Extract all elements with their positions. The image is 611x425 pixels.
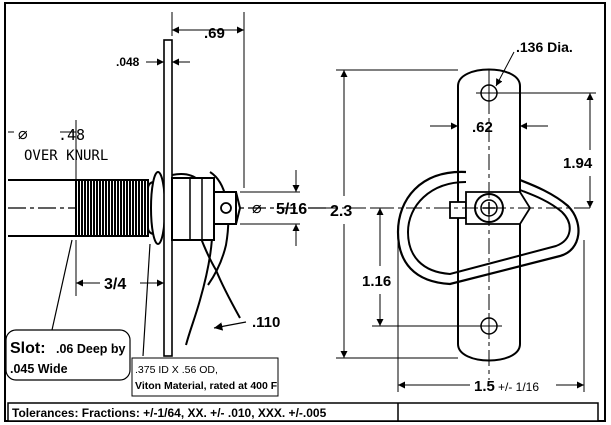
oring-callout-box	[131, 357, 279, 397]
mounting-plate	[163, 39, 173, 357]
pin-diameter-value: 5/16	[276, 201, 307, 218]
pin-diameter-dim	[240, 170, 300, 246]
hole-dia-leader	[495, 51, 515, 87]
title-block	[7, 402, 599, 422]
knurl-diameter-dim	[8, 120, 77, 180]
dim-top-to-center	[502, 92, 596, 208]
wire-leader	[213, 321, 247, 331]
slot-label: Slot:	[10, 340, 46, 357]
knurl-diameter-symbol: ∅	[18, 125, 28, 144]
knurl-body	[75, 179, 149, 237]
pin-housing	[171, 177, 215, 241]
dim-slot-width-label: .62	[472, 119, 493, 136]
side-view	[8, 39, 330, 357]
d-ring-outer	[396, 170, 580, 286]
dim-overall-height	[336, 69, 458, 359]
dim-overall-height-label: 2.3	[330, 203, 352, 220]
dim-top-to-center-label: 1.94	[563, 155, 593, 172]
slot-line1: .06 Deep by	[56, 342, 126, 356]
ring-clip	[449, 201, 467, 219]
slot-line2: .045 Wide	[10, 362, 68, 376]
oring-line1: .375 ID X .56 OD,	[135, 364, 218, 376]
dim-width-label: .69	[204, 25, 225, 42]
d-ring-inner	[406, 181, 571, 276]
tolerances-note: Tolerances: Fractions: +/-1/64, XX. +/- …	[12, 406, 327, 420]
knurl-note: OVER KNURL	[24, 148, 108, 164]
dim-knurl-to-plate-label: 3/4	[104, 276, 126, 293]
dim-knurl-to-plate	[75, 240, 164, 296]
dim-center-to-bottom-label: 1.16	[362, 273, 391, 290]
slot-callout-box	[5, 329, 131, 381]
dim-overall-width-label: 1.5	[474, 378, 495, 395]
knurl-diameter-value: .48	[58, 126, 85, 144]
dim-overall-width	[397, 240, 585, 392]
dim-center-to-bottom	[372, 207, 476, 327]
oring-leader	[142, 243, 151, 357]
dim-ring-wire-label: .110	[252, 314, 280, 331]
slot-leader	[51, 239, 73, 331]
oring-line2: Viton Material, rated at 400 F	[135, 380, 278, 392]
hole-diameter-label: .136 Dia.	[516, 39, 573, 55]
ring-wire-c	[207, 171, 230, 286]
dim-overall-width-tolerance: +/- 1/16	[498, 380, 539, 394]
o-ring	[150, 171, 166, 245]
front-view	[322, 68, 594, 380]
dim-width-69	[171, 12, 245, 188]
dim-plate-thickness-label: .048	[116, 55, 140, 69]
cross-hole	[220, 202, 232, 214]
pin-diameter-symbol: ∅	[252, 199, 262, 218]
